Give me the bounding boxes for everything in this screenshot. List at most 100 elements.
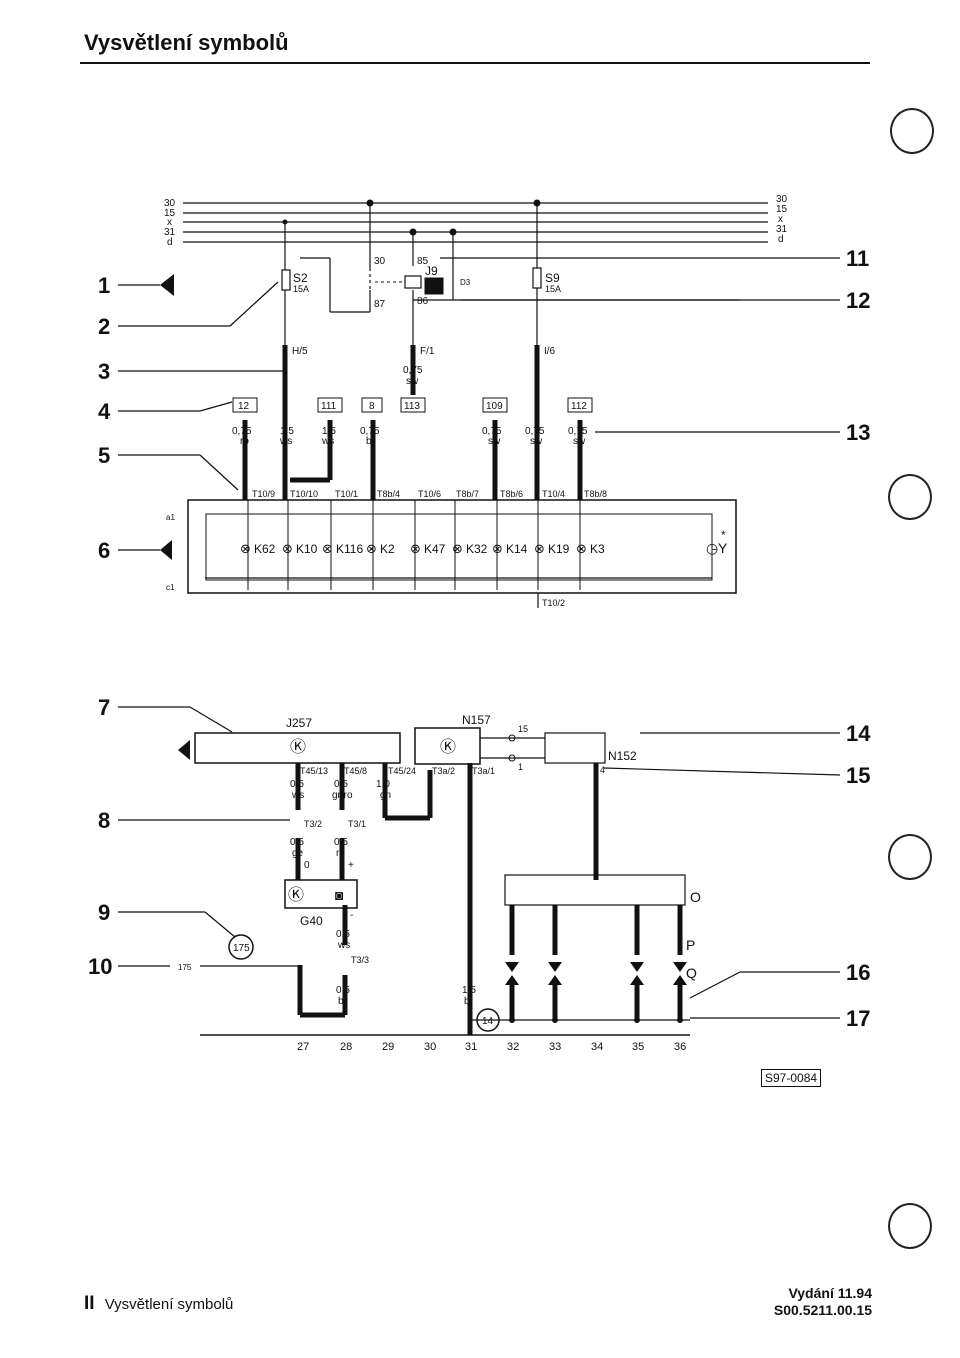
callout-6: 6 xyxy=(98,538,110,563)
ref-box-109: 109 xyxy=(486,401,503,412)
wire-3-color: ws xyxy=(321,436,334,447)
bus-label-x-right: x xyxy=(778,214,783,225)
punch-hole xyxy=(888,834,932,880)
callout-13: 13 xyxy=(846,420,870,445)
lamp-k32-icon: ⊗ xyxy=(452,541,463,556)
wire-4-color: bl xyxy=(366,436,374,447)
connector-t10-2: T10/2 xyxy=(542,598,565,608)
diagram-reference-code: S97-0084 xyxy=(761,1069,822,1087)
panel-side-c1: c1 xyxy=(166,583,175,592)
connector-t45-8: T45/8 xyxy=(344,766,367,776)
callout-5: 5 xyxy=(98,443,110,468)
footer-meta: Vydání 11.94 S00.5211.00.15 xyxy=(774,1285,872,1319)
ref-box-113: 113 xyxy=(404,401,420,412)
pin-1: 1 xyxy=(518,762,523,772)
ref-box-12: 12 xyxy=(238,401,250,412)
wire-b1-size: 0,5 xyxy=(290,779,304,790)
track-28: 28 xyxy=(340,1041,352,1053)
bus-label-31-right: 31 xyxy=(776,224,788,235)
polarity-0: 0 xyxy=(304,860,310,871)
wire-6-size: 0,75 xyxy=(525,426,545,437)
fuse-s2 xyxy=(281,269,291,291)
polarity-plus: + xyxy=(348,860,354,871)
wire-b7-size: 0,5 xyxy=(336,985,350,996)
lamp-k3-icon: ⊗ xyxy=(576,541,587,556)
connector-i6: I/6 xyxy=(544,346,556,357)
relay-pin-87: 87 xyxy=(374,299,386,310)
callout-9: 9 xyxy=(98,900,110,925)
connector-t8b-7: T8b/7 xyxy=(456,489,479,499)
connector-t8b-4: T8b/4 xyxy=(377,489,400,499)
wire-3-size: 1,5 xyxy=(322,426,336,437)
k-symbol-n157-icon: Ⓚ xyxy=(440,738,456,756)
wire-b2-color: gr/ro xyxy=(332,790,353,801)
header-rule xyxy=(80,62,870,64)
bus-label-30-right: 30 xyxy=(776,194,788,205)
connector-t8b-6: T8b/6 xyxy=(500,489,523,499)
lamp-k10-label: K10 xyxy=(296,542,318,556)
k-symbol-g40-icon: Ⓚ xyxy=(288,886,304,904)
callout-11: 11 xyxy=(846,246,869,271)
wire-b6-color: ws xyxy=(337,940,350,951)
wire-1-color: ro xyxy=(240,436,249,447)
lamp-k10-icon: ⊗ xyxy=(282,541,293,556)
relay-pin-30: 30 xyxy=(374,256,386,267)
callout-17: 17 xyxy=(846,1006,870,1031)
callout-7: 7 xyxy=(98,695,110,720)
label-n152: N152 xyxy=(608,749,637,763)
wire-b4-color: ge xyxy=(292,848,304,859)
connector-t45-13: T45/13 xyxy=(300,766,328,776)
ref-box-112: 112 xyxy=(571,401,587,412)
wire-f1-color: sw xyxy=(406,376,419,387)
punch-hole xyxy=(888,1203,932,1249)
lamp-k47-icon: ⊗ xyxy=(410,541,421,556)
lamp-k62-icon: ⊗ xyxy=(240,541,251,556)
bus-label-31-left: 31 xyxy=(164,227,176,238)
wire-f1-size: 0,75 xyxy=(403,365,423,376)
callout-14: 14 xyxy=(846,721,871,746)
wire-5-color: sw xyxy=(488,436,501,447)
connector-t3a-2: T3a/2 xyxy=(432,766,455,776)
connector-t10-1: T10/1 xyxy=(335,489,358,499)
track-31: 31 xyxy=(465,1041,477,1053)
label-j257: J257 xyxy=(286,716,312,730)
wire-b1-color: ws xyxy=(291,790,304,801)
bus-lines xyxy=(183,202,768,243)
punch-hole xyxy=(890,108,934,154)
footer-edition: Vydání 11.94 xyxy=(788,1285,872,1301)
panel-side-a1: a1 xyxy=(166,513,175,522)
callout-16: 16 xyxy=(846,960,870,985)
footer-section: II Vysvětlení symbolů xyxy=(84,1293,233,1315)
lamp-k19-label: K19 xyxy=(548,542,570,556)
letter-p: P xyxy=(686,937,695,953)
panel-star: * xyxy=(721,528,726,542)
footer-section-title: Vysvětlení symbolů xyxy=(104,1296,234,1313)
connector-t10-9: T10/9 xyxy=(252,489,275,499)
relay-coil xyxy=(404,275,422,289)
footer-section-numeral: II xyxy=(84,1293,95,1314)
lamp-k32-label: K32 xyxy=(466,542,488,556)
wire-1-size: 0,75 xyxy=(232,426,252,437)
wire-2-size: 1,5 xyxy=(280,426,294,437)
lamp-k3-label: K3 xyxy=(590,542,605,556)
connector-t3-2: T3/2 xyxy=(304,819,322,829)
bus-label-d-left: d xyxy=(167,237,173,248)
ground-175-circle-label: 175 xyxy=(233,943,250,954)
panel-y-symbol: Y xyxy=(718,540,728,556)
ground-175-text: 175 xyxy=(178,963,192,972)
valve-n157 xyxy=(414,727,481,765)
callout-10: 10 xyxy=(88,954,112,979)
track-29: 29 xyxy=(382,1041,394,1053)
track-33: 33 xyxy=(549,1041,561,1053)
instrument-cluster-frame xyxy=(187,499,737,594)
wire-b3-size: 1,0 xyxy=(376,779,390,790)
connector-t3-1: T3/1 xyxy=(348,819,366,829)
wire-b2-size: 0,5 xyxy=(334,779,348,790)
wire-b6-size: 0,5 xyxy=(336,929,350,940)
sensor-g40-icon: ◙ xyxy=(335,887,343,903)
track-36: 36 xyxy=(674,1041,686,1053)
fuse-s9 xyxy=(532,267,542,289)
relay-diode: D3 xyxy=(460,278,471,287)
letter-q: Q xyxy=(686,965,697,981)
